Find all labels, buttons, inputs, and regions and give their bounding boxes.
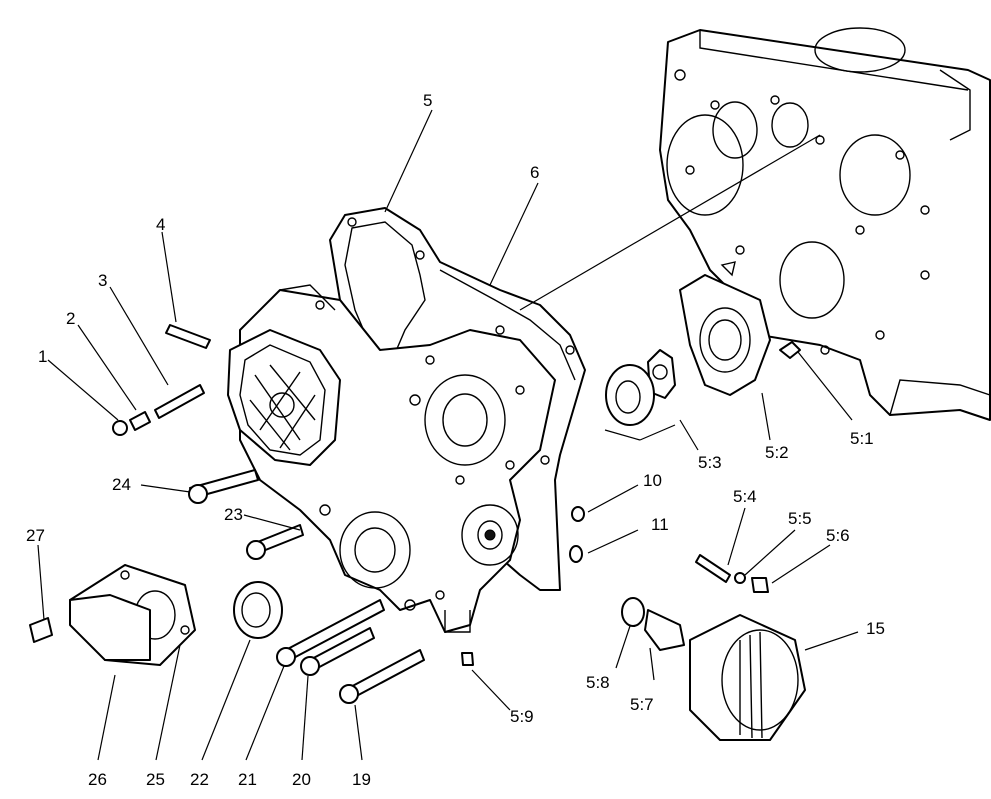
callout-4: 4	[156, 215, 165, 234]
callout-22: 22	[190, 770, 209, 789]
callout-20: 20	[292, 770, 311, 789]
callout-5-4: 5:4	[733, 487, 757, 506]
callout-5-6: 5:6	[826, 526, 850, 545]
callout-5-5: 5:5	[788, 509, 812, 528]
callout-3: 3	[98, 271, 107, 290]
callout-24: 24	[112, 475, 131, 494]
callout-labels: 1 2 3 4 5 6 10 11 15 19 20 21 22 23 24 2…	[26, 91, 885, 789]
callout-5-9: 5:9	[510, 707, 534, 726]
callout-5-7: 5:7	[630, 695, 654, 714]
leader-lines	[37, 109, 859, 761]
callout-5-2: 5:2	[765, 443, 789, 462]
small-fittings	[461, 506, 769, 666]
callout-15: 15	[866, 619, 885, 638]
hub-grille	[227, 329, 341, 466]
callout-1: 1	[38, 347, 47, 366]
callout-10: 10	[643, 471, 662, 490]
callout-5-3: 5:3	[698, 453, 722, 472]
left-fasteners	[29, 324, 425, 704]
callout-5-8: 5:8	[586, 673, 610, 692]
callout-5-1: 5:1	[850, 429, 874, 448]
callout-26: 26	[88, 770, 107, 789]
callout-23: 23	[224, 505, 243, 524]
callout-6: 6	[530, 163, 539, 182]
oil-filter	[689, 614, 806, 741]
callout-5: 5	[423, 91, 432, 110]
callout-27: 27	[26, 526, 45, 545]
oil-pump-assembly	[605, 274, 801, 426]
callout-2: 2	[66, 309, 75, 328]
engine-block	[659, 27, 991, 421]
callout-21: 21	[238, 770, 257, 789]
callout-11: 11	[651, 515, 669, 534]
callout-19: 19	[352, 770, 371, 789]
callout-25: 25	[146, 770, 165, 789]
